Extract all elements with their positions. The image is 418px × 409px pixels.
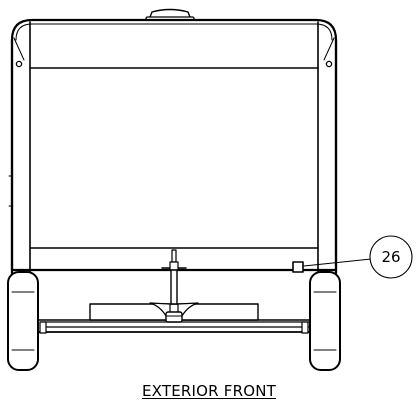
left-wheel [7, 271, 39, 371]
callout-number: 26 [381, 248, 400, 266]
callout-leader [303, 258, 372, 267]
caption-text: EXTERIOR FRONT [141, 382, 276, 400]
item-26-box [292, 261, 304, 273]
callout-bubble [369, 235, 413, 279]
tongue-jack [149, 249, 199, 323]
right-wheel [309, 271, 341, 371]
drawing-caption: EXTERIOR FRONT [0, 382, 418, 400]
